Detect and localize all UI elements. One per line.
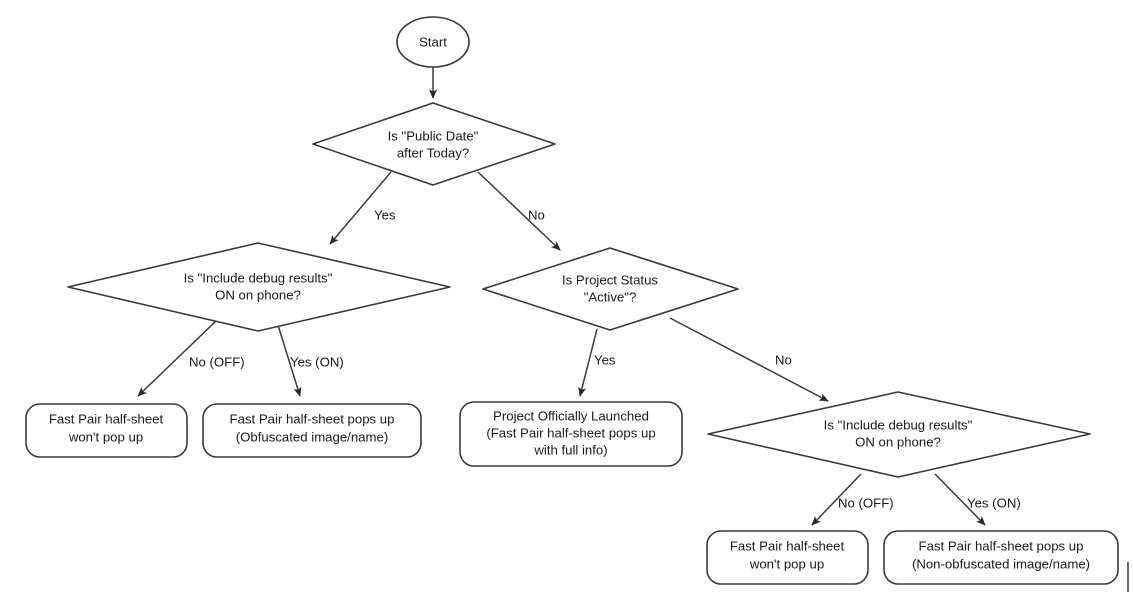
node-start-label: Start	[419, 34, 447, 49]
node-result-right-on[interactable]: Fast Pair half-sheet pops up (Non-obfusc…	[883, 530, 1119, 585]
node-result-left-on-line2: (Obfuscated image/name)	[236, 429, 388, 444]
edge-label-project-status-yes: Yes	[594, 352, 616, 367]
node-result-launched-line2: (Fast Pair half-sheet pops up	[486, 425, 655, 440]
node-public-date-decision[interactable]: Is "Public Date" after Today?	[312, 102, 556, 186]
edge-label-project-status-no: No	[775, 352, 792, 367]
node-project-status-line1: Is Project Status	[562, 272, 658, 287]
node-result-left-off-line2: won't pop up	[68, 429, 143, 444]
node-result-right-off[interactable]: Fast Pair half-sheet won't pop up	[706, 530, 869, 585]
node-result-launched-line3: with full info)	[533, 442, 607, 457]
edge-label-debug-left-yes: Yes (ON)	[290, 354, 344, 369]
node-public-date-line2: after Today?	[397, 145, 469, 160]
edge-project-status-no	[669, 317, 829, 402]
edge-label-debug-left-no: No (OFF)	[189, 354, 245, 369]
node-project-status-decision[interactable]: Is Project Status "Active"?	[482, 247, 739, 331]
node-start[interactable]: Start	[396, 16, 470, 68]
node-result-launched[interactable]: Project Officially Launched (Fast Pair h…	[459, 401, 683, 467]
edge-project-status-yes	[578, 328, 598, 397]
edge-label-public-date-yes: Yes	[374, 207, 396, 222]
edge-debug-right-no	[811, 473, 862, 526]
node-result-right-off-line1: Fast Pair half-sheet	[730, 538, 845, 553]
node-result-right-on-line2: (Non-obfuscated image/name)	[912, 556, 1090, 571]
edge-debug-left-yes	[276, 321, 302, 397]
node-public-date-line1: Is "Public Date"	[388, 128, 479, 143]
node-debug-left-decision[interactable]: Is "Include debug results" ON on phone?	[67, 242, 451, 332]
node-result-launched-line1: Project Officially Launched	[493, 408, 649, 423]
node-project-status-line2: "Active"?	[584, 289, 637, 304]
edge-public-date-yes	[329, 171, 392, 245]
node-result-left-off-line1: Fast Pair half-sheet	[49, 411, 164, 426]
node-debug-right-decision[interactable]: Is "Include debug results" ON on phone?	[707, 391, 1091, 478]
node-debug-left-line2: ON on phone?	[215, 287, 301, 302]
edge-label-public-date-no: No	[528, 207, 545, 222]
edge-debug-right-yes	[934, 473, 986, 526]
node-result-left-off[interactable]: Fast Pair half-sheet won't pop up	[25, 403, 188, 458]
node-debug-left-line1: Is "Include debug results"	[184, 270, 333, 285]
node-debug-right-line1: Is "Include debug results"	[824, 417, 973, 432]
edge-label-debug-right-no: No (OFF)	[838, 495, 894, 510]
edge-public-date-no	[477, 171, 561, 251]
node-result-right-off-line2: won't pop up	[749, 556, 824, 571]
edge-label-debug-right-yes: Yes (ON)	[967, 495, 1021, 510]
node-result-left-on[interactable]: Fast Pair half-sheet pops up (Obfuscated…	[202, 403, 422, 458]
node-debug-right-line2: ON on phone?	[855, 434, 941, 449]
node-result-right-on-line1: Fast Pair half-sheet pops up	[919, 538, 1084, 553]
edge-debug-left-no	[137, 320, 217, 397]
node-result-left-on-line1: Fast Pair half-sheet pops up	[230, 411, 395, 426]
